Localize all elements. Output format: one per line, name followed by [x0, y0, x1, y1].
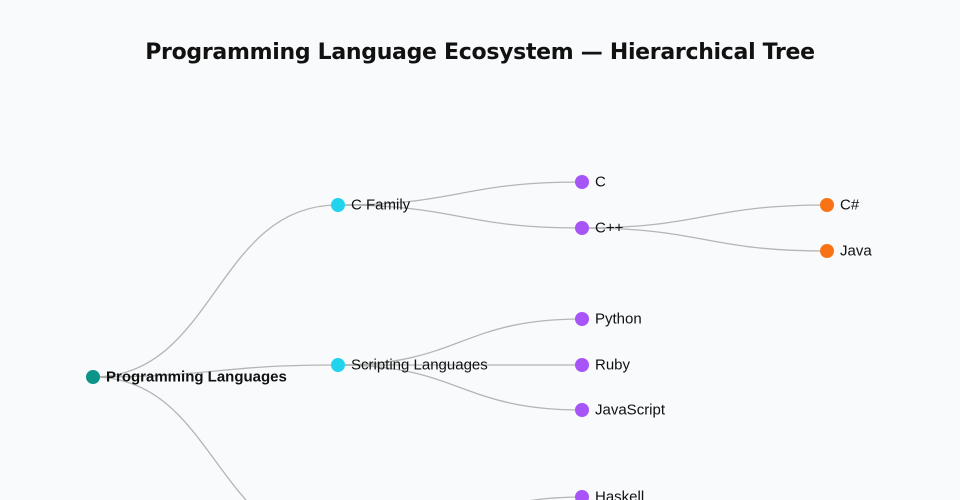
tree-node-label-c: C — [595, 174, 606, 191]
tree-node-label-javascript: JavaScript — [595, 402, 666, 419]
tree-node-dot-cpp[interactable] — [575, 221, 589, 235]
tree-node-dot-csharp[interactable] — [820, 198, 834, 212]
tree-node-label-haskell: Haskell — [595, 489, 644, 500]
links-layer — [92, 181, 828, 500]
tree-node-label-cpp: C++ — [595, 220, 624, 237]
tree-node-dot-ruby[interactable] — [575, 358, 589, 372]
tree-node-dot-root[interactable] — [86, 370, 100, 384]
tree-link-c-family-cpp — [337, 204, 583, 229]
tree-node-label-c-family: C Family — [351, 197, 411, 214]
tree-node-dot-python[interactable] — [575, 312, 589, 326]
tree-node-label-ruby: Ruby — [595, 357, 631, 374]
tree-node-label-root: Programming Languages — [106, 369, 287, 386]
tree-node-label-scripting: Scripting Languages — [351, 357, 488, 374]
tree-link-scripting-javascript — [337, 364, 583, 411]
tree-node-dot-haskell[interactable] — [575, 490, 589, 500]
tree-node-dot-javascript[interactable] — [575, 403, 589, 417]
tree-link-scripting-python — [337, 318, 583, 366]
tree-link-root-c-family — [92, 204, 339, 378]
tree-link-root-scripting — [92, 364, 339, 378]
tree-node-label-java: Java — [840, 243, 872, 260]
tree-node-dot-java[interactable] — [820, 244, 834, 258]
tree-link-cpp-java — [581, 227, 828, 252]
tree-node-dot-scripting[interactable] — [331, 358, 345, 372]
tree-link-c-family-c — [337, 181, 583, 206]
tree-node-label-csharp: C# — [840, 197, 860, 214]
tree-node-dot-c-family[interactable] — [331, 198, 345, 212]
tree-link-root-offscreen-group — [92, 376, 247, 500]
tree-link-cpp-csharp — [581, 204, 828, 229]
tree-node-label-python: Python — [595, 311, 642, 328]
tree-node-dot-c[interactable] — [575, 175, 589, 189]
page-title: Programming Language Ecosystem — Hierarc… — [145, 40, 815, 65]
tree-link-offscreen-group-haskell — [529, 496, 583, 500]
